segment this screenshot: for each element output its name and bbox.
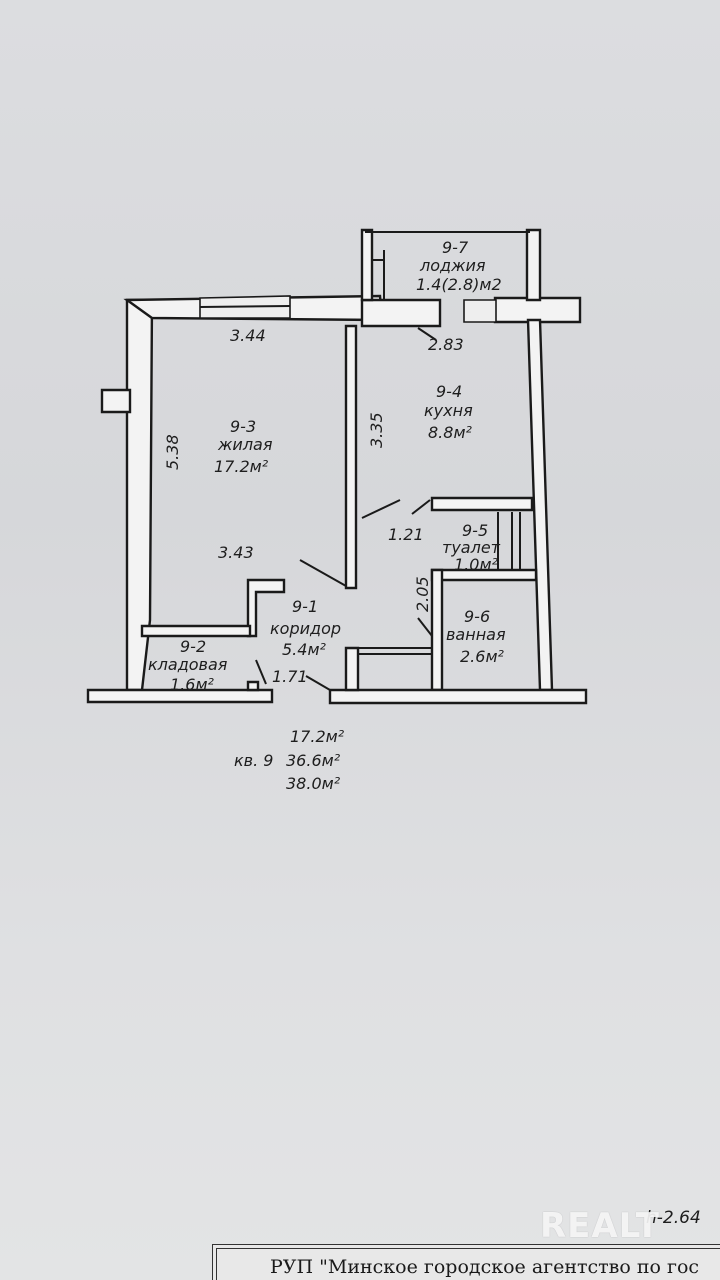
agency-text: РУП "Минское городское агентство по гос: [270, 1256, 700, 1278]
dim-living-top: 3.44: [230, 326, 266, 345]
ceiling-height: h-2.64: [646, 1208, 701, 1228]
dim-kitchen-side: 3.35: [367, 412, 386, 448]
wall-door-post: [344, 646, 360, 692]
room-name-living: жилая: [217, 435, 273, 454]
dim-toilet-width: 1.21: [388, 525, 424, 544]
leader-closet: [255, 659, 267, 685]
room-id-kitchen: 9-4: [436, 382, 462, 401]
dim-living-bottom: 3.43: [218, 543, 254, 562]
room-area-corridor: 5.4м²: [282, 640, 327, 659]
room-labels: 9-7 лоджия 1.4(2.8)м2 9-4 кухня 8.8м² 9-…: [148, 238, 506, 694]
leader-toilet: [411, 499, 431, 515]
room-id-toilet: 9-5: [462, 521, 488, 540]
wall-partition-living-kitchen: [344, 324, 358, 590]
dim-bath-side: 2.05: [413, 576, 432, 612]
room-area-closet: 1.6м²: [170, 675, 215, 694]
summary-living-area: 17.2м²: [290, 727, 345, 746]
wall-closet-door: [246, 680, 260, 692]
room-id-corridor: 9-1: [292, 597, 318, 616]
leader-loggia: [417, 327, 437, 341]
leader-bath: [417, 617, 433, 637]
room-id-bath: 9-6: [464, 607, 490, 626]
wall-bath-left: [430, 568, 444, 692]
window-kitchen: [463, 299, 497, 323]
dimension-labels: 3.44 5.38 3.43 3.35 2.83 1.21 2.05 1.71: [163, 326, 464, 686]
wall-bottom-right: [328, 688, 588, 705]
room-area-loggia: 1.4(2.8)м2: [416, 275, 502, 294]
window-living-line: [199, 305, 291, 308]
leader-corridor: [305, 675, 331, 691]
wall-closet: [140, 624, 252, 638]
room-name-bath: ванная: [446, 625, 506, 644]
area-summary: 17.2м² кв. 9 36.6м² 38.0м²: [234, 727, 345, 793]
room-name-loggia: лоджия: [419, 256, 486, 275]
room-id-loggia: 9-7: [442, 238, 469, 257]
room-name-corridor: коридор: [270, 619, 341, 638]
dim-loggia-width: 2.83: [428, 335, 464, 354]
room-area-living: 17.2м²: [214, 457, 269, 476]
room-id-closet: 9-2: [180, 637, 206, 656]
dim-living-side: 5.38: [163, 434, 182, 470]
room-area-bath: 2.6м²: [460, 647, 505, 666]
summary-total-area: 36.6м²: [286, 751, 341, 770]
door-swing-living: [299, 559, 347, 587]
wall-bottom-left: [86, 688, 274, 704]
realt-watermark: REALT: [540, 1206, 660, 1246]
door-swing-kitchen: [361, 499, 401, 519]
summary-apartment-label: кв. 9: [234, 751, 273, 770]
stamp-box: [212, 1244, 720, 1280]
room-area-kitchen: 8.8м²: [428, 423, 473, 442]
wall-left-bump: [100, 388, 132, 414]
room-area-toilet: 1.0м²: [454, 555, 499, 574]
summary-total-with-loggia: 38.0м²: [286, 774, 341, 793]
room-name-toilet: туалет: [442, 538, 501, 557]
room-name-kitchen: кухня: [424, 401, 473, 420]
wall-loggia-right: [525, 228, 542, 302]
room-id-living: 9-3: [230, 417, 256, 436]
wall-top-kitchen: [360, 298, 442, 328]
walls: [86, 228, 588, 705]
room-name-closet: кладовая: [148, 655, 228, 674]
dim-corridor-bottom: 1.71: [272, 667, 308, 686]
wall-loggia-left: [360, 228, 374, 302]
wall-top-right: [493, 296, 582, 324]
wall-toilet-top: [430, 496, 534, 512]
